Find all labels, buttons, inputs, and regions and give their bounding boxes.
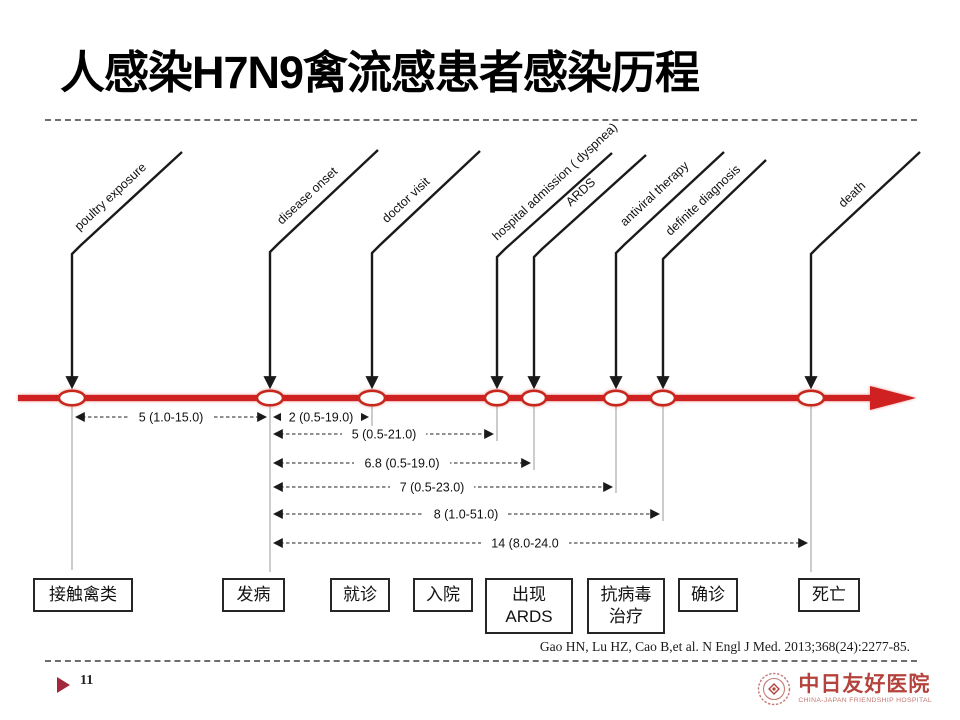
interval-row-2: 2 (0.5-19.0)	[272, 409, 370, 425]
event-marker-ards	[520, 389, 548, 407]
event-marker-antiviral-therapy	[602, 389, 630, 407]
event-label-hospital-admission: hospital admission ( dyspnea)	[490, 120, 620, 243]
event-marker-disease-onset	[255, 389, 285, 407]
event-marker-doctor-visit	[357, 389, 387, 407]
event-box-hospital-admission: 入院	[413, 578, 473, 612]
page-title: 人感染H7N9禽流感患者感染历程	[60, 47, 700, 98]
event-marker-definite-diagnosis	[649, 389, 677, 407]
interval-label-1: 5 (1.0-15.0)	[139, 411, 204, 425]
timeline-arrowhead-icon	[870, 386, 916, 410]
interval-label-7: 14 (8.0-24.0	[491, 537, 558, 551]
leader-arrow-antiviral-therapy	[609, 151, 725, 390]
leader-arrow-doctor-visit	[365, 150, 481, 390]
leader-arrow-definite-diagnosis	[656, 159, 767, 390]
citation: Gao HN, Lu HZ, Cao B,et al. N Engl J Med…	[539, 639, 910, 654]
guide-lines	[71, 406, 812, 572]
event-box-doctor-visit: 就诊	[330, 578, 390, 612]
hospital-logo-text: 中日友好医院 CHINA-JAPAN FRIENDSHIP HOSPITAL	[798, 674, 932, 704]
event-marker-poultry-exposure	[57, 389, 87, 407]
interval-row-6: 8 (1.0-51.0)	[272, 506, 661, 522]
interval-row-4: 6.8 (0.5-19.0)	[272, 455, 532, 471]
event-marker-hospital-admission	[483, 389, 511, 407]
event-box-death: 死亡	[798, 578, 860, 612]
leader-arrow-ards	[527, 154, 647, 390]
event-label-poultry-exposure: poultry exposure	[72, 160, 149, 233]
interval-label-5: 7 (0.5-23.0)	[400, 481, 465, 495]
leader-arrow-disease-onset	[263, 149, 379, 390]
hospital-name-en: CHINA-JAPAN FRIENDSHIP HOSPITAL	[798, 697, 932, 704]
event-labels: poultry exposure disease onset doctor vi…	[72, 120, 868, 243]
event-markers	[57, 389, 826, 407]
event-box-definite-diagnosis: 确诊	[678, 578, 738, 612]
interval-row-3: 5 (0.5-21.0)	[272, 426, 495, 442]
interval-row-7: 14 (8.0-24.0	[272, 535, 809, 551]
page-number: 11	[80, 673, 94, 688]
hospital-logo: 中日友好医院 CHINA-JAPAN FRIENDSHIP HOSPITAL	[756, 671, 932, 707]
interval-label-2: 2 (0.5-19.0)	[289, 411, 354, 425]
interval-row-5: 7 (0.5-23.0)	[272, 479, 614, 495]
event-marker-death	[796, 389, 826, 407]
event-box-ards: 出现 ARDS	[485, 578, 573, 634]
event-box-disease-onset: 发病	[222, 578, 285, 612]
leader-arrow-poultry-exposure	[65, 151, 183, 390]
play-triangle-icon	[57, 677, 70, 693]
hospital-name-cn: 中日友好医院	[798, 673, 931, 696]
leader-arrow-death	[804, 151, 921, 390]
event-box-poultry-exposure: 接触禽类	[33, 578, 133, 612]
hospital-emblem-icon	[758, 672, 791, 706]
event-box-antiviral-therapy: 抗病毒 治疗	[587, 578, 665, 634]
event-label-doctor-visit: doctor visit	[379, 174, 433, 225]
interval-label-3: 5 (0.5-21.0)	[352, 428, 417, 442]
interval-rows: 5 (1.0-15.0) 2 (0.5-19.0) 5 (0.5-21.0) 6…	[74, 409, 809, 551]
interval-label-6: 8 (1.0-51.0)	[434, 508, 499, 522]
interval-label-4: 6.8 (0.5-19.0)	[364, 457, 439, 471]
event-leader-arrows	[65, 149, 921, 390]
footer-separator	[45, 660, 917, 662]
interval-row-1: 5 (1.0-15.0)	[74, 409, 268, 425]
leader-arrow-hospital-admission	[490, 152, 613, 390]
title-separator	[45, 119, 917, 121]
timeline-axis	[18, 386, 916, 410]
